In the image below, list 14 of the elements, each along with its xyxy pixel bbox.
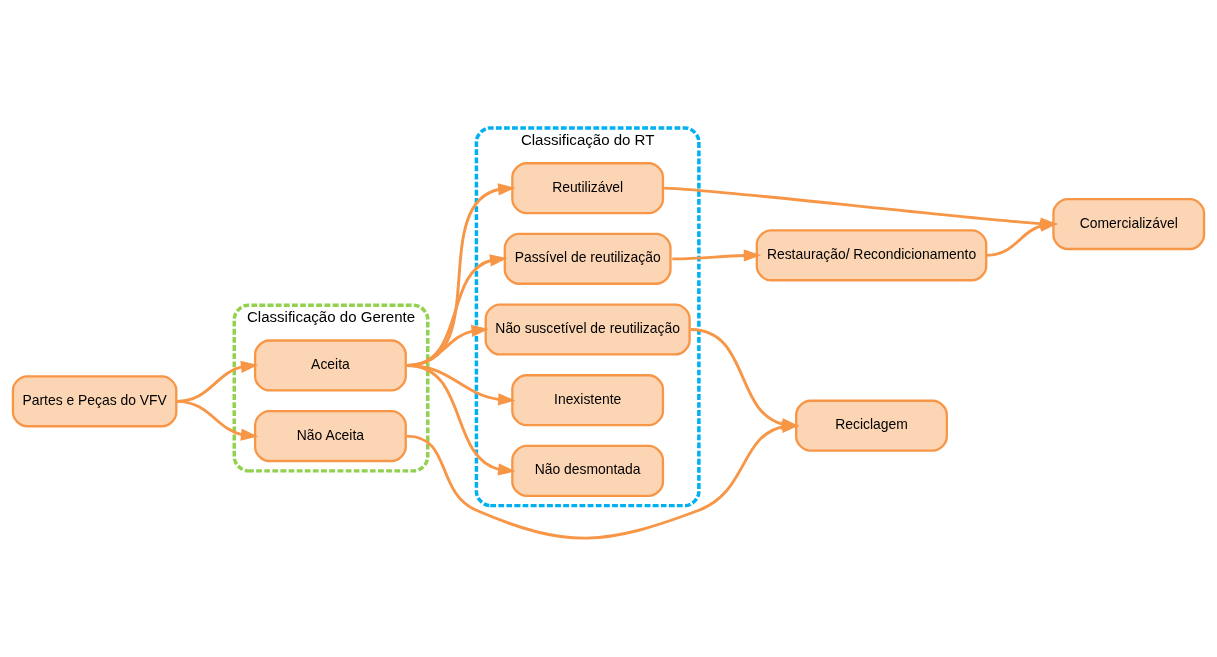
arrow [176, 399, 259, 441]
node-box: Reciclagem [795, 399, 948, 452]
node-box: Não suscetível de reutilização [484, 303, 691, 356]
arrow [672, 249, 762, 262]
node-box: Não desmontada [511, 444, 665, 497]
node-box: Restauração/ Recondicionamento [755, 229, 988, 282]
node-box: Não Aceita [253, 410, 407, 463]
node-box: Passível de reutilização [503, 232, 672, 285]
node-box: Reutilizável [511, 162, 665, 215]
node-box: Partes e Peças do VFV [11, 375, 178, 428]
node-box: Comercializável [1052, 198, 1206, 251]
node-box: Aceita [253, 339, 407, 392]
arrow [406, 364, 516, 476]
node-box: Inexistente [511, 374, 665, 427]
